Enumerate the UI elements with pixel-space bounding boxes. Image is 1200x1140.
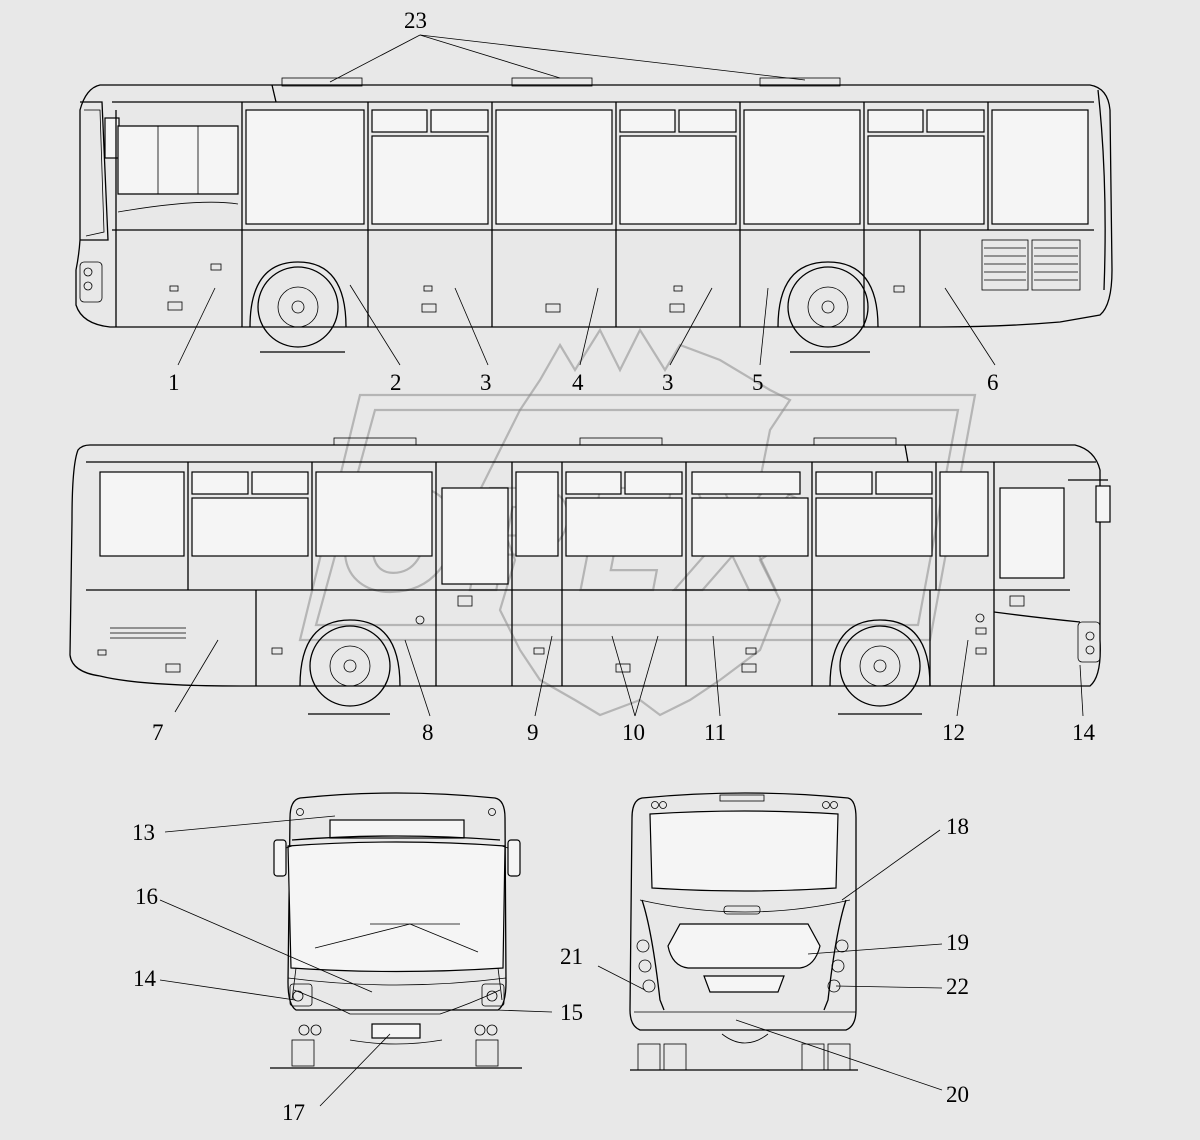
callout-7: 7	[152, 720, 164, 745]
callout-23: 23	[404, 8, 427, 33]
callout-16: 16	[135, 884, 158, 909]
callout-11: 11	[704, 720, 726, 745]
callout-labels: 23 1 2 3 4 3 5 6 7 8 9 10 11 12 14 13 16…	[132, 8, 1096, 1125]
callout-19: 19	[946, 930, 969, 955]
callout-22: 22	[946, 974, 969, 999]
rear-side-grille	[110, 627, 186, 639]
callout-12: 12	[942, 720, 965, 745]
callout-8: 8	[422, 720, 434, 745]
callout-20: 20	[946, 1082, 969, 1107]
callout-6: 6	[987, 370, 999, 395]
bus-right-side-view	[75, 77, 1113, 353]
callout-2: 2	[390, 370, 402, 395]
callout-14-front: 14	[133, 966, 157, 991]
callout-13: 13	[132, 820, 155, 845]
bus-front-view	[270, 792, 522, 1069]
callout-4: 4	[572, 370, 584, 395]
callout-3-first: 3	[480, 370, 492, 395]
callout-5: 5	[752, 370, 764, 395]
callout-10: 10	[622, 720, 645, 745]
bus-rear-view	[629, 792, 858, 1071]
callout-21: 21	[560, 944, 583, 969]
callout-18: 18	[946, 814, 969, 839]
callout-3-second: 3	[662, 370, 674, 395]
bus-left-side-view	[69, 437, 1111, 715]
engine-grille	[981, 239, 1081, 291]
leader-lines	[159, 34, 1084, 1107]
callout-1: 1	[168, 370, 180, 395]
callout-14-side: 14	[1072, 720, 1096, 745]
callout-17: 17	[282, 1100, 305, 1125]
callout-9: 9	[527, 720, 539, 745]
callout-15: 15	[560, 1000, 583, 1025]
